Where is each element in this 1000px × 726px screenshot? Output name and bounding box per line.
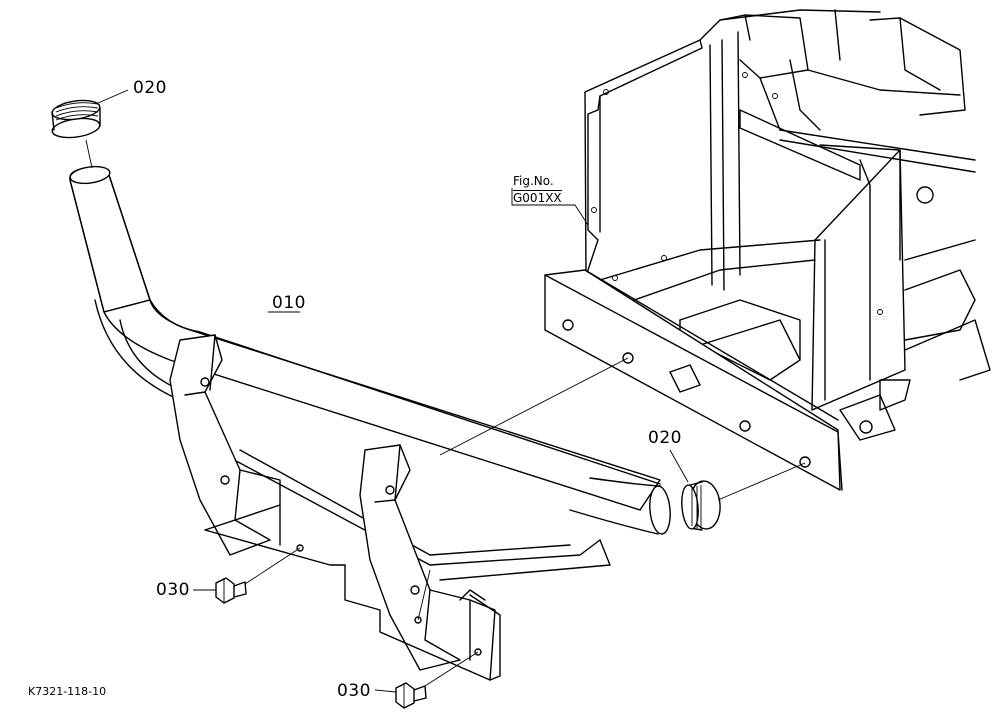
fig-ref-number: G001XX: [513, 190, 562, 205]
fig-ref-label: Fig.No.: [513, 174, 554, 188]
drawing-code: K7321-118-10: [28, 685, 107, 698]
front-guard-bar: [69, 165, 671, 681]
bolt-bottom: [395, 682, 427, 709]
callout-010: 010: [272, 293, 306, 313]
leader-lines: [85, 89, 806, 693]
plug-cap-right: [681, 480, 721, 531]
plug-cap-top: [51, 99, 101, 139]
callout-030-bottom: 030: [337, 681, 371, 701]
tractor-frame: [544, 9, 991, 491]
callout-020-top: 020: [133, 78, 167, 98]
callout-020-right: 020: [648, 428, 682, 448]
bolt-left: [215, 577, 247, 604]
callout-030-left: 030: [156, 580, 190, 600]
